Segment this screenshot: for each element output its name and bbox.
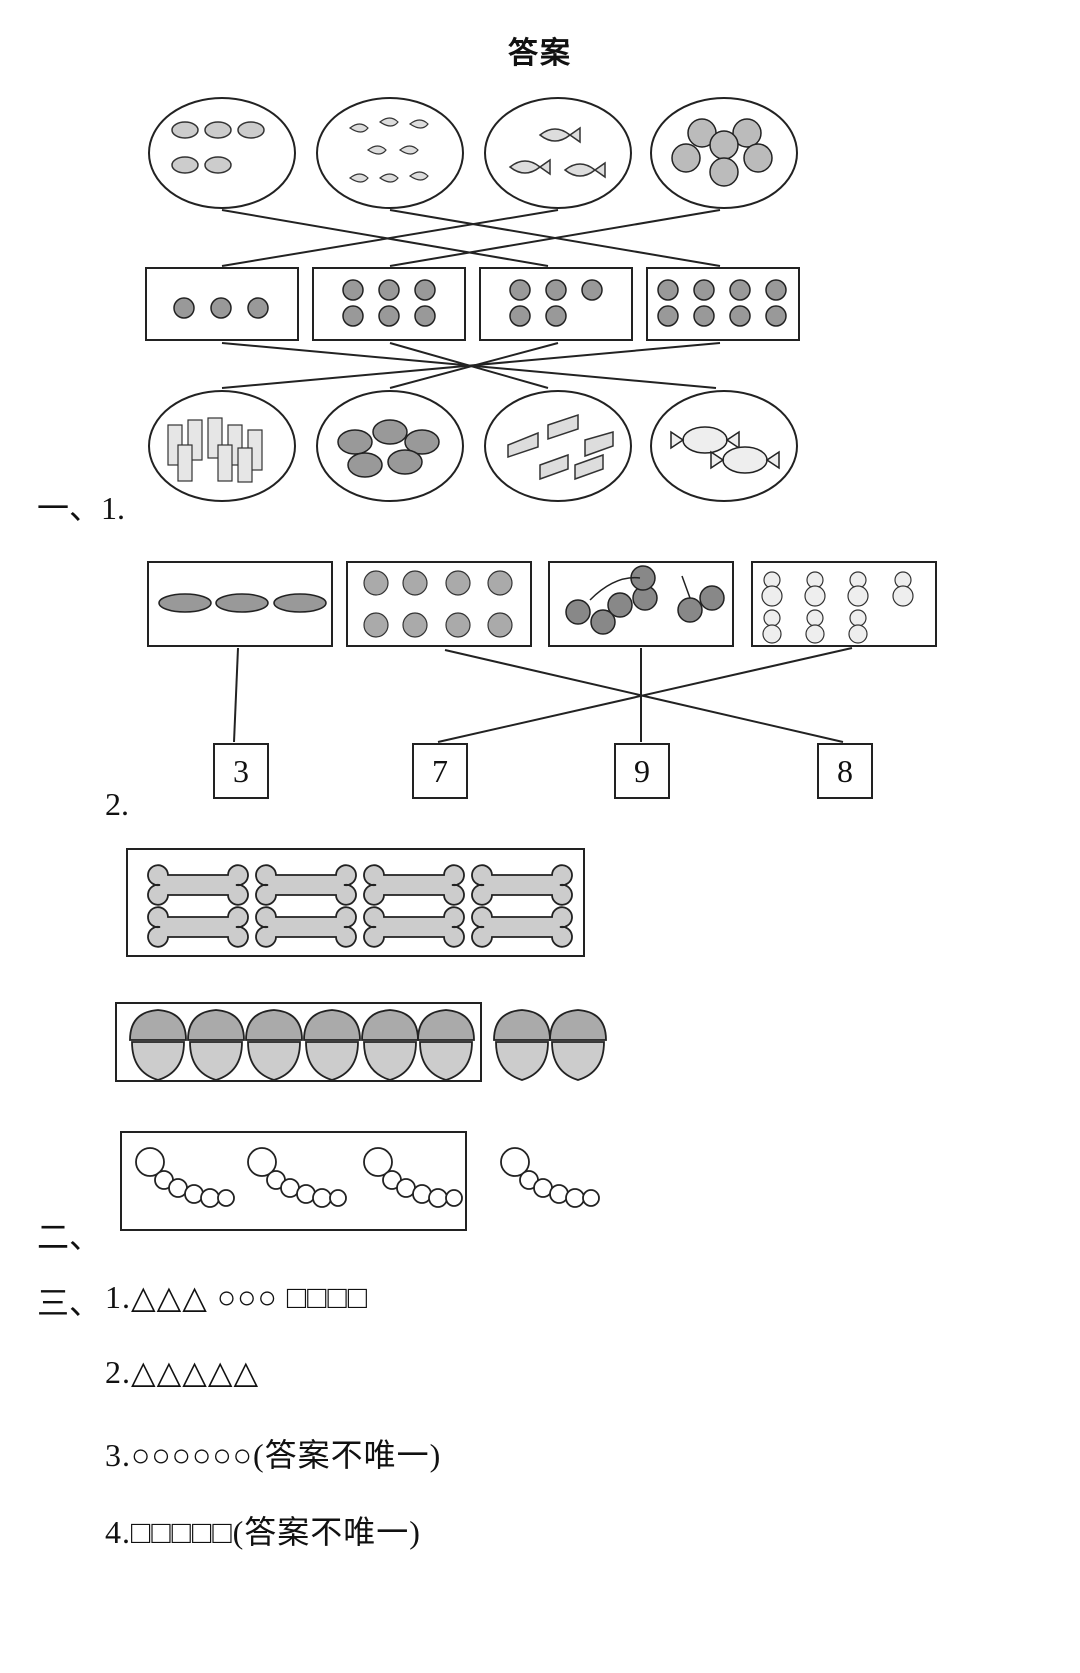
bottom-oval-bottles — [148, 390, 296, 502]
dot-boxes — [145, 267, 800, 341]
section1-label: 一、1. — [37, 490, 126, 526]
section2-label: 二、 — [37, 1219, 102, 1255]
top-oval-mushrooms — [148, 97, 296, 209]
bottom-match-lines — [221, 342, 721, 389]
top-oval-fish — [484, 97, 632, 209]
caterpillar-group — [120, 1131, 600, 1231]
top-oval-apples — [650, 97, 798, 209]
answer-4: 4.□□□□□(答案不唯一) — [105, 1514, 421, 1550]
bottom-oval-potatoes — [316, 390, 464, 502]
section3-label: 三、 — [37, 1285, 102, 1321]
top-match-lines — [221, 209, 721, 267]
bottom-oval-candies — [650, 390, 798, 502]
answer-3: 3.○○○○○○(答案不唯一) — [105, 1437, 442, 1473]
answer-2: 2.△△△△△ — [105, 1354, 260, 1390]
bone-group — [126, 848, 585, 957]
number-box-8: 8 — [817, 743, 873, 799]
page-title: 答案 — [508, 36, 572, 71]
number-box-3: 3 — [213, 743, 269, 799]
bottom-oval-cakes — [484, 390, 632, 502]
picture-boxes — [147, 561, 937, 647]
answer-1: 1.△△△ ○○○ □□□□ — [105, 1279, 369, 1315]
number-box-7: 7 — [412, 743, 468, 799]
acorn-group — [115, 1002, 607, 1082]
top-oval-shrimp — [316, 97, 464, 209]
question2-label: 2. — [105, 786, 129, 822]
number-match-lines — [233, 647, 853, 743]
number-box-9: 9 — [614, 743, 670, 799]
